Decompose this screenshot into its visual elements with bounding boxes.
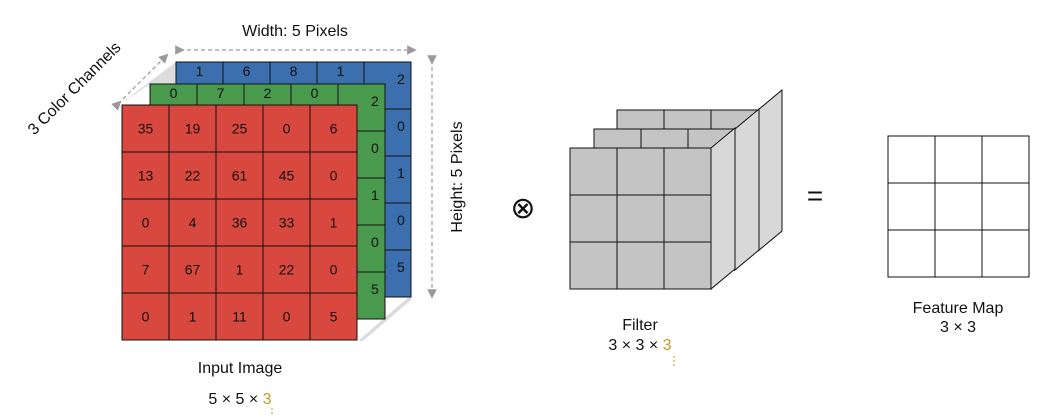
channels-label: 3 Color Channels: [25, 39, 124, 138]
green-layer-top-value: 0: [311, 85, 319, 101]
green-layer-edge-value: 0: [371, 234, 379, 250]
pixel-value: 22: [279, 262, 295, 278]
filter-back-side: [757, 88, 783, 253]
filter-dims-channels: 3: [663, 337, 672, 354]
filter-cube: [569, 88, 783, 291]
input-dims-prefix: 5 × 5 ×: [208, 391, 262, 408]
depth-shadow-top: [120, 62, 176, 104]
input-caption: Input Image: [198, 360, 283, 377]
pixel-value: 61: [232, 168, 248, 184]
filter-caption: Filter: [622, 317, 658, 334]
pixel-value: 25: [232, 121, 248, 137]
pixel-value: 1: [189, 309, 197, 325]
filter-front-face: [569, 147, 712, 290]
blue-layer-edge-value: 2: [397, 71, 405, 87]
green-layer-edge-value: 2: [371, 93, 379, 109]
green-layer-top-value: 7: [217, 85, 225, 101]
blue-layer-top-value: 6: [243, 63, 251, 79]
pixel-value: 11: [232, 309, 247, 325]
filter-front-layer: [569, 126, 736, 291]
pixel-value: 1: [236, 262, 244, 278]
pixel-value: 0: [142, 215, 150, 231]
width-label: Width: 5 Pixels: [242, 23, 348, 40]
input-dims: 5 × 5 × 3: [208, 391, 271, 408]
input-dims-channels: 3: [263, 391, 272, 408]
pixel-value: 0: [330, 168, 338, 184]
red-layer-face: [121, 104, 358, 341]
pixel-value: 6: [330, 121, 338, 137]
feature-map-border: [887, 135, 1030, 278]
convolve-operator: ⊗: [510, 192, 535, 225]
pixel-value: 45: [279, 168, 295, 184]
blue-layer-edge-value: 0: [397, 118, 405, 134]
filter-dims-prefix: 3 × 3 ×: [608, 337, 662, 354]
pixel-value: 0: [142, 309, 150, 325]
height-label: Height: 5 Pixels: [449, 121, 466, 232]
pixel-value: 33: [279, 215, 295, 231]
pixel-value: 36: [232, 215, 248, 231]
feature-map-dims: 3 × 3: [940, 319, 976, 336]
blue-layer-top-value: 1: [337, 63, 345, 79]
green-layer-edge-value: 1: [371, 187, 379, 203]
green-layer-top-value: 0: [170, 85, 178, 101]
pixel-value: 0: [330, 262, 338, 278]
feature-map-caption: Feature Map: [913, 300, 1004, 317]
pixel-value: 1: [330, 215, 338, 231]
feature-map-grid: [887, 135, 1030, 278]
pixel-value: 4: [189, 215, 197, 231]
equals-operator: =: [807, 180, 823, 211]
blue-layer-edge-value: 0: [397, 212, 405, 228]
pixel-value: 67: [185, 262, 201, 278]
blue-layer-top-value: 8: [290, 63, 298, 79]
pixel-value: 19: [185, 121, 201, 137]
filter-middle-side: [734, 107, 760, 272]
blue-layer-edge-value: 5: [397, 259, 405, 275]
filter-front-side: [710, 126, 736, 291]
green-layer-edge-value: 5: [371, 281, 379, 297]
pixel-value: 22: [185, 168, 201, 184]
filter-dims: 3 × 3 × 3: [608, 337, 671, 354]
pixel-value: 7: [142, 262, 150, 278]
blue-layer-top-value: 1: [196, 63, 204, 79]
pixel-value: 13: [138, 168, 154, 184]
blue-layer-edge-value: 1: [397, 165, 405, 181]
pixel-value: 0: [283, 121, 291, 137]
pixel-value: 5: [330, 309, 338, 325]
pixel-value: 0: [283, 309, 291, 325]
green-layer-top-value: 2: [264, 85, 272, 101]
pixel-value: 35: [138, 121, 154, 137]
green-layer-edge-value: 0: [371, 140, 379, 156]
